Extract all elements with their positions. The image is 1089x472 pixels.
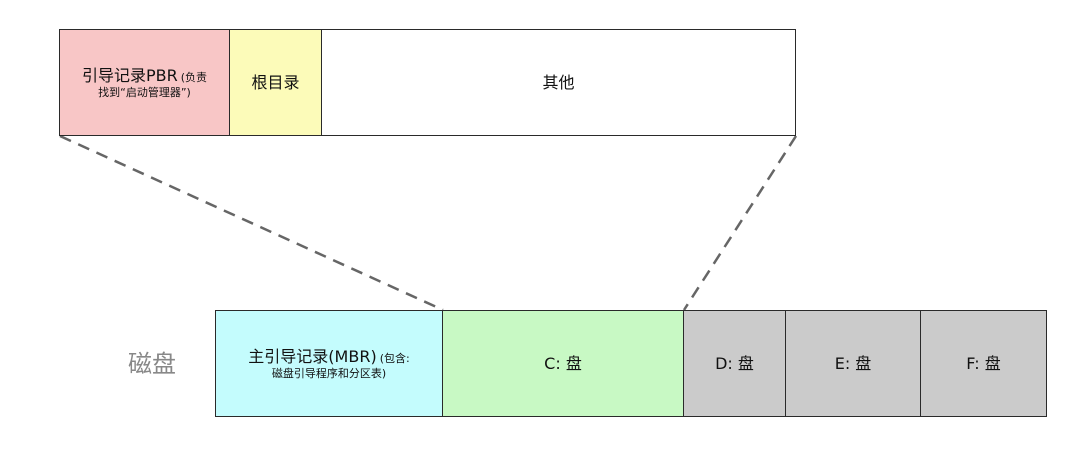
root-directory-label: 根目录: [251, 72, 300, 92]
c-partition-label: C: 盘: [544, 353, 582, 373]
other-label: 其他: [542, 72, 575, 92]
pbr-block: 引导记录PBR (负责 找到“启动管理器”): [59, 29, 230, 136]
mbr-note-2: 磁盘引导程序和分区表): [271, 366, 387, 380]
mbr-label: 主引导记录(MBR): [248, 346, 377, 366]
d-partition-block: D: 盘: [683, 310, 786, 417]
disk-label: 磁盘: [128, 350, 176, 378]
connector-left-line: [59, 134, 444, 312]
d-partition-label: D: 盘: [715, 353, 754, 373]
mbr-note-1: (包含:: [379, 351, 410, 365]
c-partition-block: C: 盘: [442, 310, 684, 417]
e-partition-block: E: 盘: [785, 310, 921, 417]
e-partition-label: E: 盘: [834, 353, 872, 373]
mbr-block: 主引导记录(MBR) (包含: 磁盘引导程序和分区表): [215, 310, 443, 417]
connector-right-line: [682, 135, 798, 311]
root-directory-block: 根目录: [229, 29, 322, 136]
f-partition-label: F: 盘: [966, 353, 1001, 373]
f-partition-block: F: 盘: [920, 310, 1047, 417]
pbr-label: 引导记录PBR: [81, 65, 178, 85]
other-block: 其他: [321, 29, 796, 136]
pbr-note-2: 找到“启动管理器”): [98, 85, 191, 99]
pbr-note-1: (负责: [180, 70, 208, 84]
